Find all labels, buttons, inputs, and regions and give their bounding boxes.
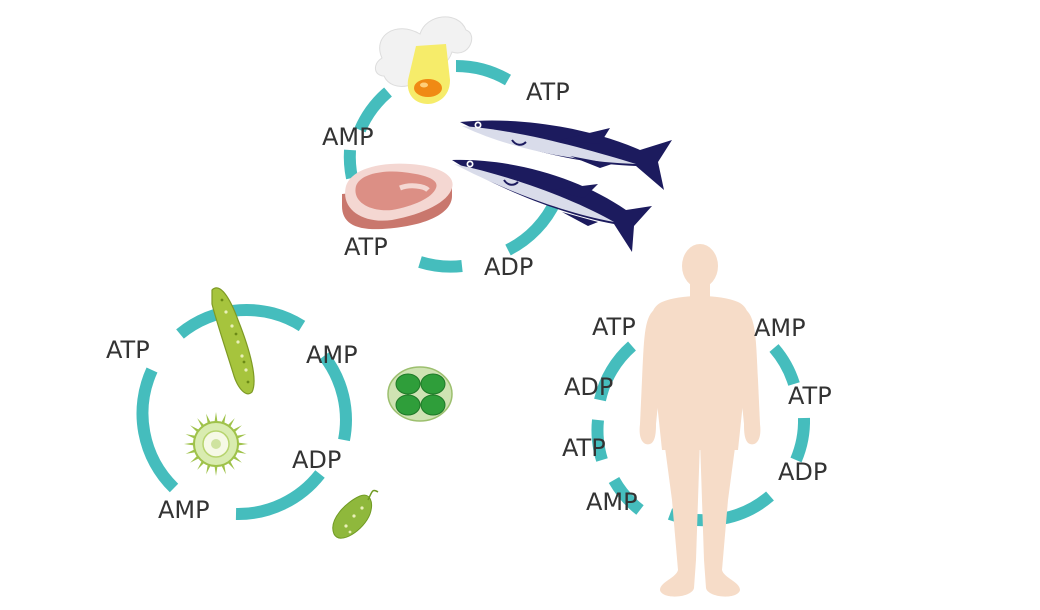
food-cycle-label-amp: AMP (322, 123, 374, 151)
human-cycle-label-atp-left-bottom: ATP (562, 434, 606, 462)
microbe-cycle-ring (136, 303, 352, 521)
microbe-cycle-label-atp: ATP (106, 336, 150, 364)
fish-icon (452, 120, 672, 252)
microbe-cycle-label-amp-bottom: AMP (158, 496, 210, 524)
human-cycle-label-atp-right: ATP (788, 382, 832, 410)
radiolarian-icon (184, 412, 248, 476)
human-cycle-label-adp-left: ADP (564, 373, 614, 401)
euglena-icon (211, 287, 255, 395)
algae-cell-icon (387, 366, 453, 422)
protozoa-icon (332, 489, 379, 539)
human-cycle-label-amp-right: AMP (754, 314, 806, 342)
human-cycle-label-atp-left-top: ATP (592, 313, 636, 341)
food-cycle-label-atp-top: ATP (526, 78, 570, 106)
human-cycle-label-adp-right: ADP (778, 458, 828, 486)
egg-icon (375, 16, 473, 104)
microbe-cycle-label-adp: ADP (292, 446, 342, 474)
food-cycle-label-atp-bottom: ATP (344, 233, 388, 261)
microbe-cycle-label-amp-right: AMP (306, 341, 358, 369)
food-cycle-label-adp: ADP (484, 253, 534, 281)
meat-icon (342, 163, 453, 230)
human-body-icon (639, 244, 761, 597)
human-cycle-label-amp-left: AMP (586, 488, 638, 516)
